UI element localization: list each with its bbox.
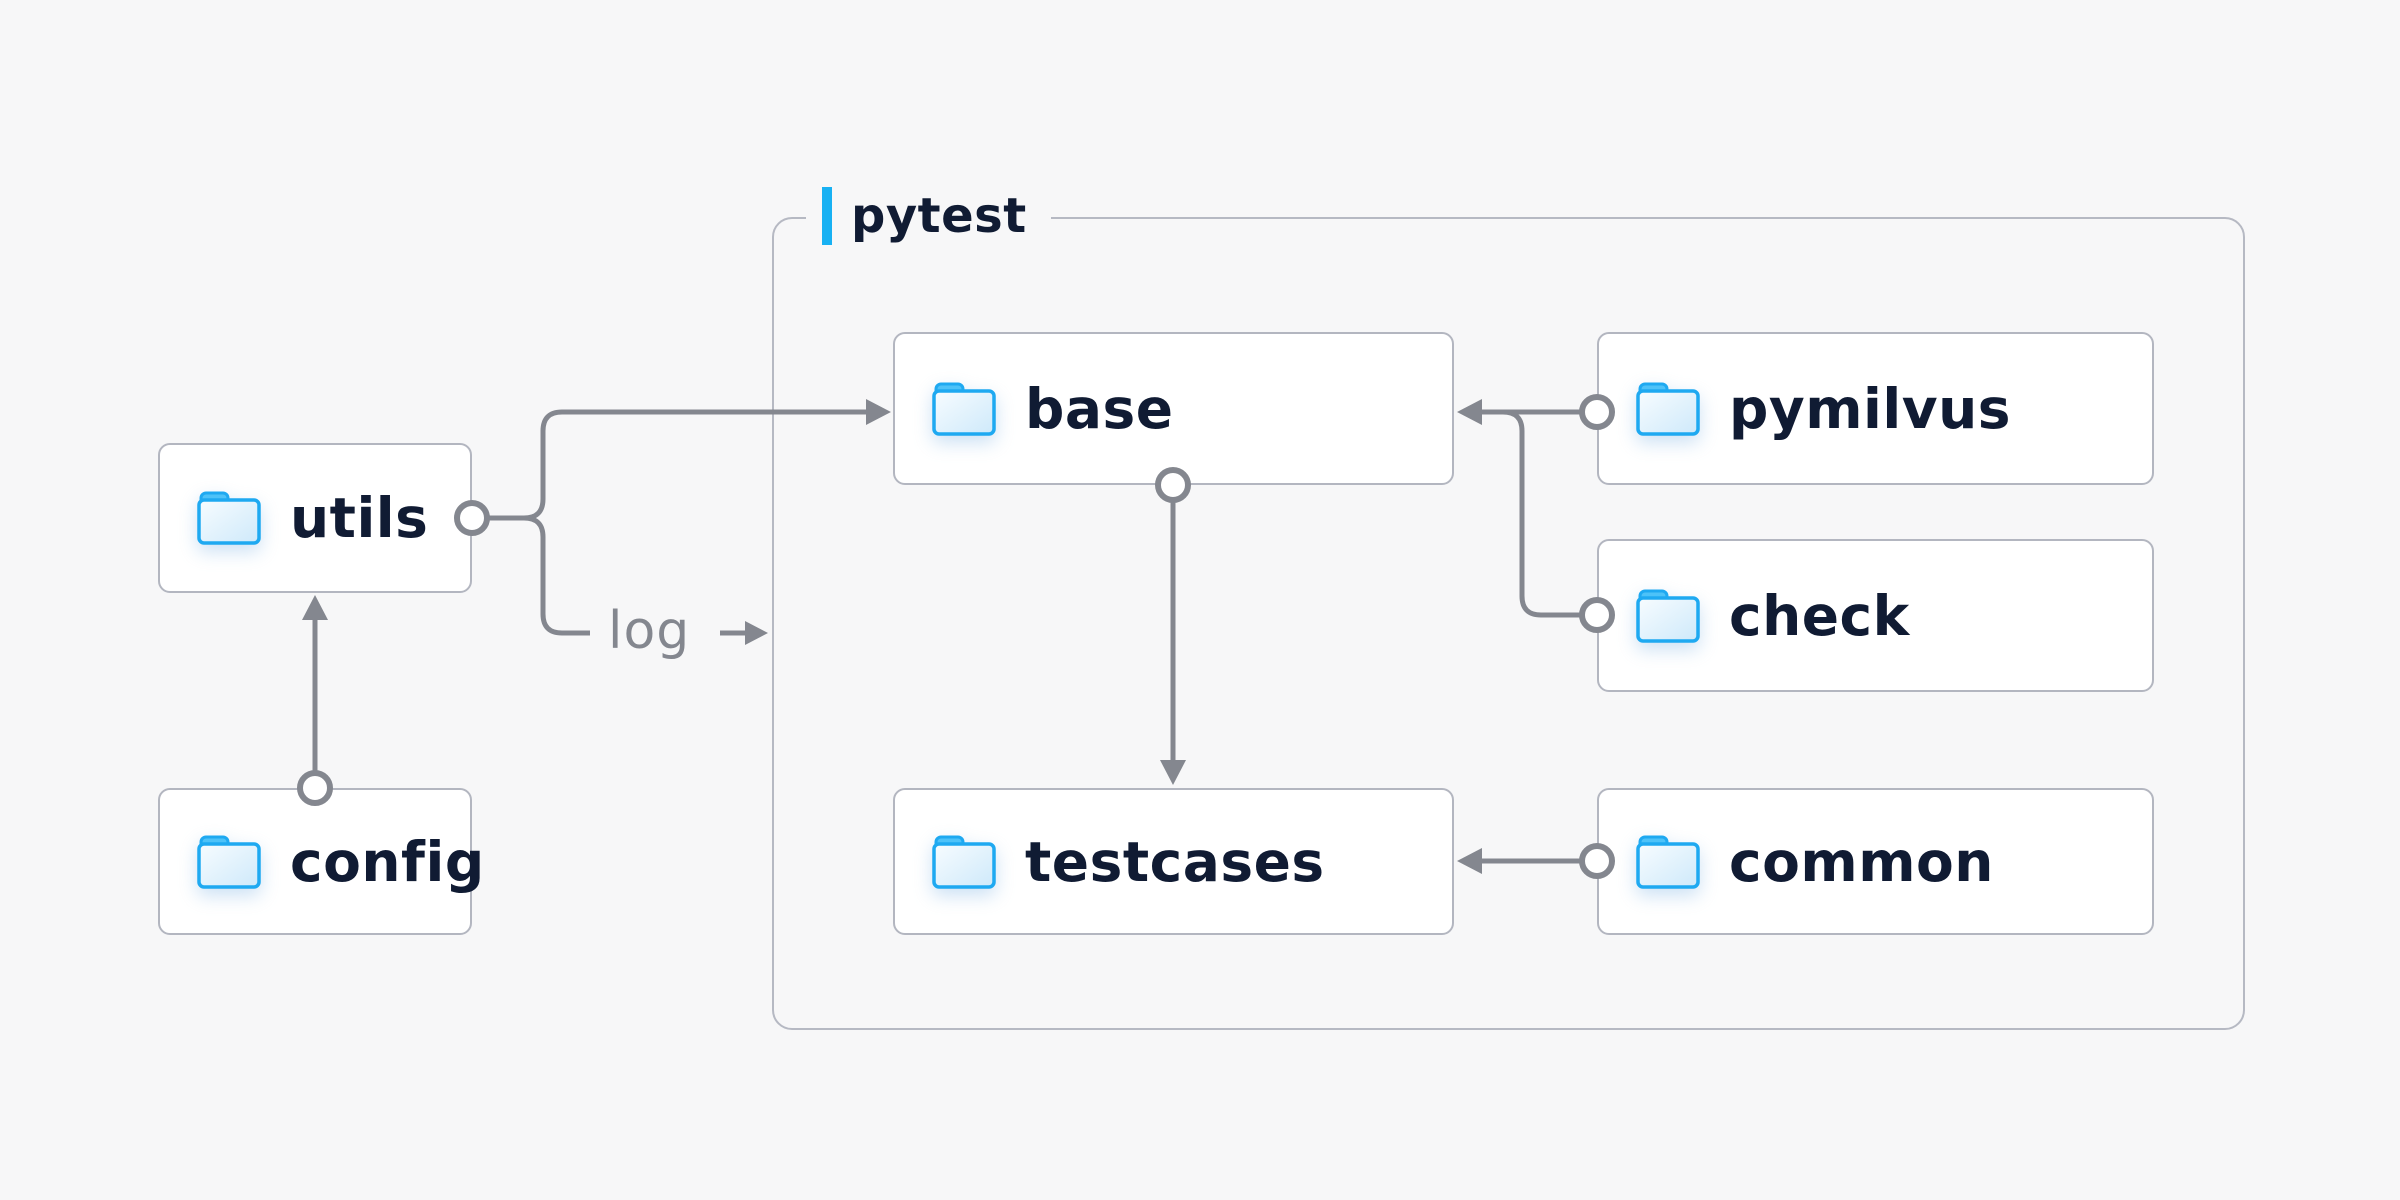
node-label: pymilvus [1729,376,2011,441]
node-pymilvus: pymilvus [1597,332,2154,485]
node-label: testcases [1025,829,1325,894]
arrowhead-log [745,621,768,645]
edge-utils-log [487,515,590,636]
node-base: base [893,332,1454,485]
node-testcases: testcases [893,788,1454,935]
node-common: common [1597,788,2154,935]
node-label: check [1729,583,1910,648]
folder-icon [932,382,996,436]
node-utils: utils [158,443,472,593]
node-label: config [290,829,485,894]
node-label: base [1025,376,1174,441]
log-edge-label: log [608,601,691,661]
node-config: config [158,788,484,935]
arrowhead-up-utils [302,595,328,620]
folder-icon [197,835,261,889]
folder-icon [1636,589,1700,643]
folder-icon [197,491,261,545]
folder-icon [1636,382,1700,436]
folder-icon [1636,835,1700,889]
node-label: common [1729,829,1994,894]
accent-bar [822,187,832,245]
pytest-group-container [772,217,2245,1030]
pytest-group-label-text: pytest [851,188,1027,244]
node-label: utils [290,486,429,550]
folder-icon [932,835,996,889]
node-check: check [1597,539,2154,692]
pytest-group-label: pytest [806,183,1051,249]
